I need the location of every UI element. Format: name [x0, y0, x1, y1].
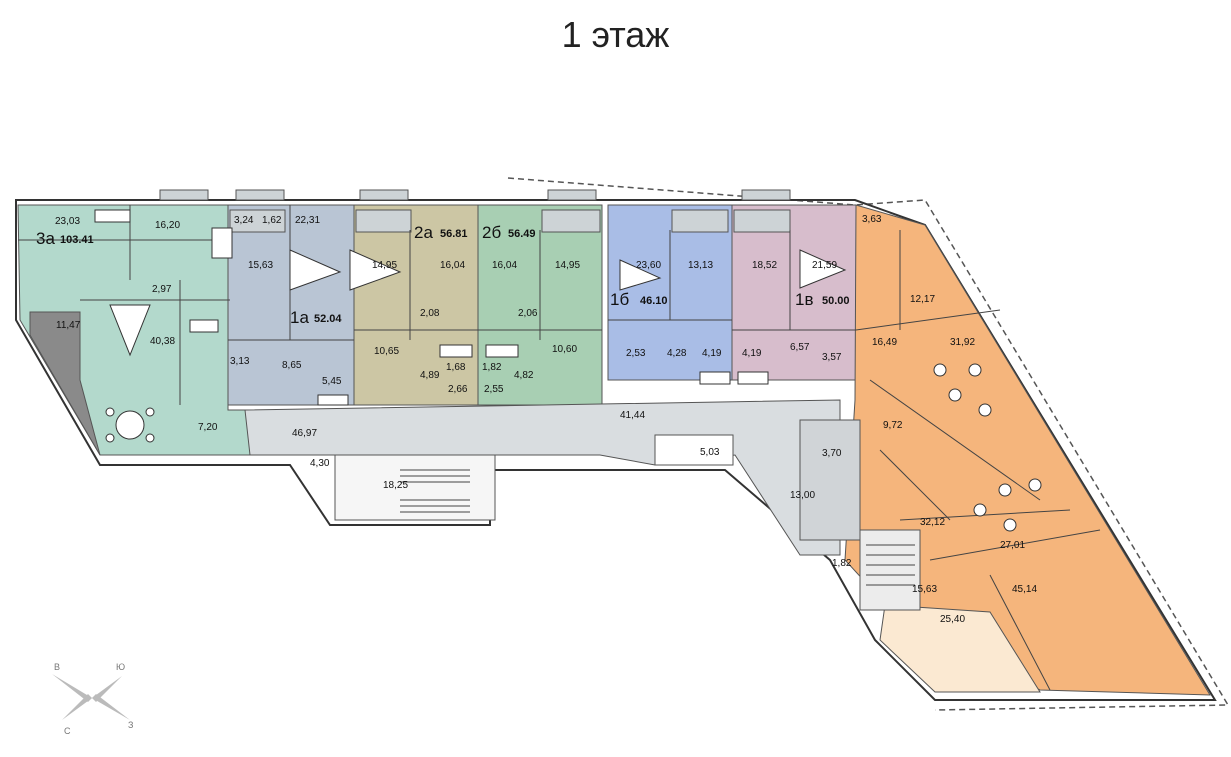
room-area: 4,28	[667, 348, 687, 359]
elevator	[799, 419, 861, 541]
apt-code-2a: 2а	[414, 223, 433, 242]
site-boundary	[507, 177, 1230, 711]
apartment-1a[interactable]	[227, 204, 355, 406]
apt-area-1v: 50.00	[822, 295, 850, 307]
compass-label-e: Ю	[116, 662, 125, 672]
apt-area-2a: 56.81	[440, 228, 468, 240]
apartment-2a[interactable]	[353, 204, 479, 406]
building-outline	[15, 199, 1217, 701]
room-area: 15,63	[912, 584, 937, 595]
apt-code-1b: 1б	[610, 290, 629, 309]
room-area: 27,01	[1000, 540, 1025, 551]
room-area: 14,95	[372, 260, 397, 271]
corridor[interactable]	[244, 399, 841, 556]
room-area: 4,30	[310, 458, 330, 469]
partitions	[18, 205, 1101, 691]
room-area: 1,82	[482, 362, 502, 373]
room-area: 21,59	[812, 260, 837, 271]
lobby-5-03	[654, 434, 734, 466]
room-area: 10,65	[374, 346, 399, 357]
room-area: 25,40	[940, 614, 965, 625]
apt-area-1b: 46.10	[640, 295, 668, 307]
room-area: 3,57	[822, 352, 842, 363]
room-area: 2,06	[518, 308, 538, 319]
room-area: 4,19	[702, 348, 722, 359]
floor-title: 1 этаж	[561, 14, 670, 55]
room-wc-3a	[29, 311, 101, 456]
stairwell-east	[859, 529, 921, 611]
room-area: 13,00	[790, 490, 815, 501]
room-area: 13,13	[688, 260, 713, 271]
room-area: 1,62	[262, 215, 282, 226]
room-area: 6,57	[790, 342, 810, 353]
room-area: 15,63	[248, 260, 273, 271]
room-area: 2,08	[420, 308, 440, 319]
room-area: 9,72	[883, 420, 903, 431]
balconies	[159, 189, 791, 233]
room-area: 31,92	[950, 337, 975, 348]
apt-code-2b: 2б	[482, 223, 501, 242]
stairwell-main	[334, 454, 496, 521]
room-area: 32,12	[920, 517, 945, 528]
room-area: 4,89	[420, 370, 440, 381]
stair-treads	[400, 469, 915, 586]
room-area: 5,45	[322, 376, 342, 387]
room-area: 3,13	[230, 356, 250, 367]
apt-code-1a: 1а	[290, 308, 309, 327]
room-area: 18,25	[383, 480, 408, 491]
room-area: 22,31	[295, 215, 320, 226]
room-area: 16,20	[155, 220, 180, 231]
room-area: 16,04	[440, 260, 465, 271]
room-area: 45,14	[1012, 584, 1037, 595]
room-area: 10,60	[552, 344, 577, 355]
apt-area-3a: 103.41	[60, 234, 94, 246]
room-area: 23,60	[636, 260, 661, 271]
commercial-room-19[interactable]	[879, 604, 1041, 693]
apt-area-1a: 52.04	[314, 313, 342, 325]
room-area: 3,70	[822, 448, 842, 459]
room-area: 23,03	[55, 216, 80, 227]
room-area: 41,44	[620, 410, 645, 421]
room-area: 14,95	[555, 260, 580, 271]
room-area: 7,20	[198, 422, 218, 433]
room-area: 2,55	[484, 384, 504, 395]
room-area: 1,82	[832, 558, 852, 569]
room-area: 2,53	[626, 348, 646, 359]
room-area: 11,47	[56, 320, 81, 331]
room-area: 4,82	[514, 370, 534, 381]
room-area: 2,97	[152, 284, 172, 295]
room-area: 5,03	[700, 447, 720, 458]
furniture	[94, 209, 1042, 532]
room-area: 40,38	[150, 336, 175, 347]
compass-label-w: З	[128, 720, 133, 730]
compass-label-n: В	[54, 662, 60, 672]
room-area: 16,49	[872, 337, 897, 348]
room-area: 4,19	[742, 348, 762, 359]
apt-code-3a: 3а	[36, 229, 55, 248]
apt-area-2b: 56.49	[508, 228, 536, 240]
room-area: 8,65	[282, 360, 302, 371]
room-area: 46,97	[292, 428, 317, 439]
compass-rose: В Ю С З	[52, 662, 133, 736]
room-area: 2,66	[448, 384, 468, 395]
compass-label-s: С	[64, 726, 71, 736]
room-area: 12,17	[910, 294, 935, 305]
room-area: 16,04	[492, 260, 517, 271]
room-area: 18,52	[752, 260, 777, 271]
apartment-1v[interactable]	[731, 204, 857, 381]
room-area: 3,24	[234, 215, 254, 226]
room-area: 3,63	[862, 214, 882, 225]
room-area: 1,68	[446, 362, 466, 373]
apt-code-1v: 1в	[795, 290, 814, 309]
